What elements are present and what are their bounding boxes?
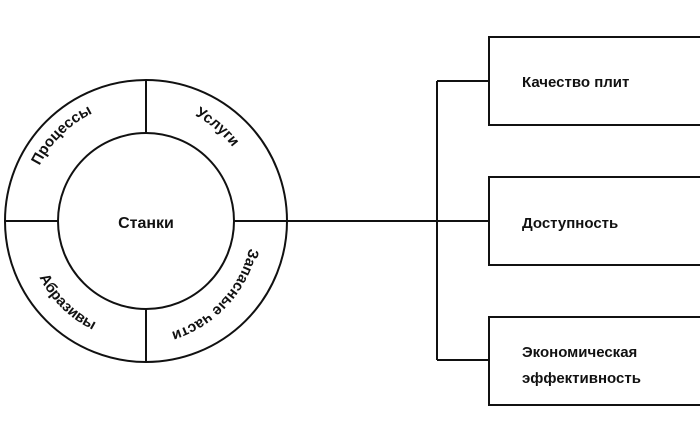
center-label: Станки bbox=[118, 215, 174, 232]
segment-spare-parts: Запасные части bbox=[170, 247, 262, 344]
outcome-box-availability bbox=[488, 176, 700, 266]
outcome-label-efficiency-line2: эффективность bbox=[522, 370, 641, 387]
outcome-label-availability: Доступность bbox=[522, 215, 618, 232]
outcome-box-efficiency bbox=[488, 316, 700, 406]
outcome-box-quality bbox=[488, 36, 700, 126]
segment-abrasives: Абразивы bbox=[36, 271, 99, 334]
outcome-label-quality: Качество плит bbox=[522, 74, 629, 91]
outcome-label-efficiency-line1: Экономическая bbox=[522, 344, 637, 361]
